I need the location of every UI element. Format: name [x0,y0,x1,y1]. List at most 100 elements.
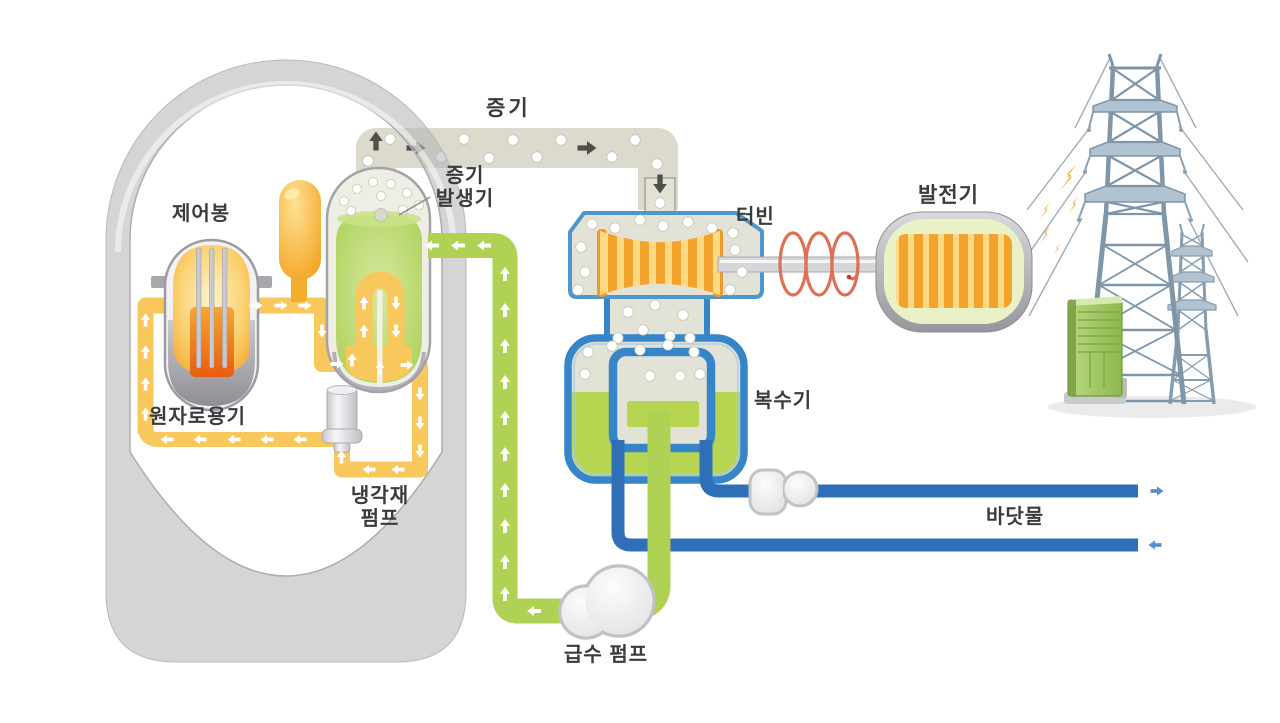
steam-bubble-icon [579,266,591,278]
shaft-coil-icon [778,231,860,297]
steam-bubble-icon [609,222,621,234]
steam-bubble-icon [654,197,666,209]
flow-arrow-icon [499,447,511,461]
label-generator: 발전기 [918,184,979,207]
steam-bubble-icon [338,195,350,207]
annotation-line [398,196,431,216]
flow-arrow-icon [140,313,151,327]
label-turbine: 터빈 [736,206,775,228]
steam-bubble-icon [555,134,567,146]
steam-bubble-icon [649,299,661,311]
steam-bubbles [362,133,666,209]
power-lines [1022,57,1249,317]
flow-arrow-icon [499,303,511,317]
steam-bubble-icon [727,227,739,239]
flow-arrow-icon [499,519,511,533]
steam-bubble-icon [531,151,543,163]
turbine-rotor [597,229,723,297]
generator [875,211,1033,333]
flow-arrow-icon [336,450,347,464]
flow-arrow-icon [298,300,312,311]
flow-arrow-icon [260,434,274,445]
steam-bubble-icon [629,134,641,146]
steam-bubble-icon [688,346,700,358]
turbine-condenser-bubbles [572,214,748,382]
steam-bubble-icon [374,208,388,222]
feedwater-pump [558,564,656,640]
steam-bubble-icon [458,133,470,145]
label-seawater: 바닷물 [986,506,1045,528]
lightning-bolt-icon [1040,202,1051,220]
steam-bubble-icon [637,324,649,336]
flow-arrow-icon [499,339,511,353]
lightning-bolt-icon [1060,164,1077,191]
flow-arrow-icon [499,411,511,425]
steam-bubble-icon [362,155,374,167]
steam-bubble-icon [694,368,706,380]
flow-arrow-icon [477,240,491,251]
flow-arrow-icon [140,407,151,421]
sg-primary-u-tube [346,271,412,386]
flow-arrow-icon [193,434,207,445]
flow-arrow-icon [140,345,151,359]
steam-bubble-icon [384,133,396,145]
steam-bubble-icon [736,266,748,278]
steam-bubble-icon [507,134,519,146]
flow-arrow-icon [499,375,511,389]
flow-arrow-icon [227,434,241,445]
label-coolant-pump: 냉각재 펌프 [350,485,410,530]
flow-arrow-icon [415,416,425,430]
steam-bubble-icon [622,306,634,318]
transmission-tower-small [1167,223,1217,405]
seawater-arrow-icon [1150,486,1164,496]
steam-bubble-icon [662,339,674,351]
lightning-bolt-icon [1068,196,1079,214]
steam-bubble-icon [674,370,686,382]
steam-arrow-icon [653,174,667,194]
flow-arrow-icon [499,555,511,569]
flow-arrow-icon [425,240,439,251]
flow-arrow-icon [415,444,425,458]
steam-bubble-icon [351,183,363,195]
seawater-flow-arrows [1148,486,1164,550]
steam-bubble-icon [385,178,397,190]
coolant-pump [321,385,363,453]
steam-bubble-icon [586,218,598,230]
flow-arrow-icon [293,434,307,445]
label-feedwater-pump: 급수 펌프 [564,644,649,666]
label-steam-generator: 증기 발생기 [435,165,495,210]
flow-arrow-icon [499,267,511,281]
flow-arrow-icon [140,377,151,391]
pressurizer [279,180,321,302]
flow-arrow-icon [451,240,465,251]
primary-flow-arrows [140,296,425,475]
containment-building [105,59,467,663]
flow-arrow-icon [391,324,401,338]
flow-arrow-icon [347,353,357,367]
steam-bubble-icon [606,340,618,352]
steam-bubble-icon [367,176,379,188]
steam-bubble-icon [575,241,587,253]
flow-arrow-icon [274,300,288,311]
flow-arrow-icon [160,434,174,445]
steam-bubble-icon [682,216,694,228]
sg-steam-bubbles [338,176,425,222]
flow-arrow-icon [415,387,425,401]
flow-arrow-icon [499,483,511,497]
label-steam: 증기 [486,97,531,120]
label-reactor-vessel: 원자로용기 [149,406,246,428]
reactor-vessel [151,238,272,412]
steam-bubble-icon [651,158,663,170]
control-rods-icon [196,247,228,369]
flow-arrow-icon [391,464,405,475]
steam-bubble-icon [345,205,357,217]
steam-generator [325,166,432,394]
steam-bubble-icon [582,346,594,358]
steam-bubble-icon [677,309,689,321]
steam-bubble-icon [612,332,624,344]
steam-bubble-icon [401,187,413,199]
steam-bubble-icon [706,222,718,234]
label-control-rods: 제어봉 [172,203,231,225]
steam-bubble-icon [572,284,584,296]
